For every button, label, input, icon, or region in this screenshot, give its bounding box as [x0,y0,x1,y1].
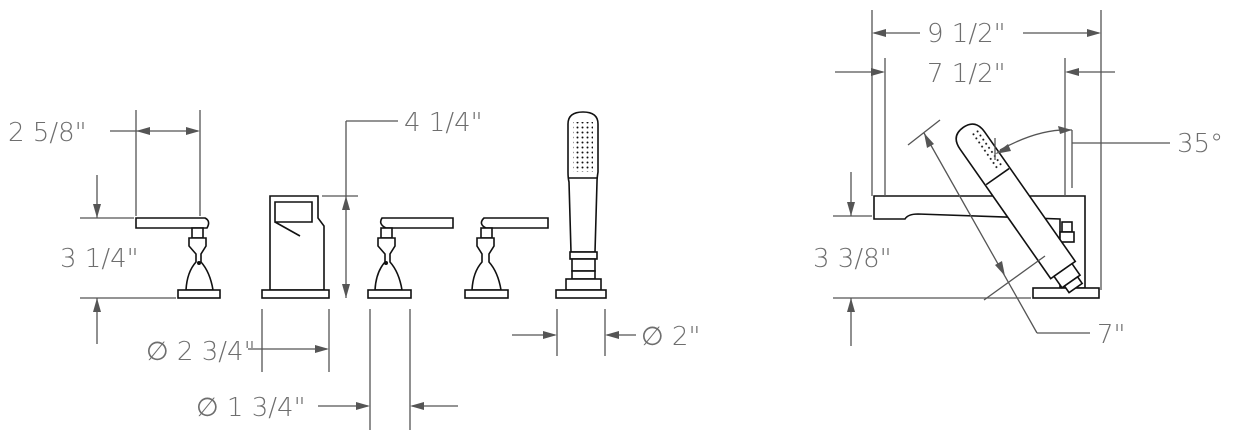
left-valve-handle [135,217,221,299]
dim-spout-height: 4 1/4" [322,108,483,298]
middle-valve-handle [367,217,454,299]
label-handle-height: 3 1/4" [60,244,139,274]
dim-side-spout-height: 3 3/8" [813,172,1031,346]
diverter-handle [464,217,549,299]
dim-spout-reach: 7 1/2" [835,58,1115,196]
label-spout-base: ∅ 2 3/4" [146,337,256,367]
side-view: 9 1/2" 7 1/2" 35° [813,10,1223,350]
dim-handshower-length: 7" [907,119,1126,350]
dim-valve-base: ∅ 1 3/4" [196,309,458,430]
label-spout-reach: 7 1/2" [927,59,1006,89]
dim-spout-base: ∅ 2 3/4" [146,309,330,372]
dim-handle-height: 3 1/4" [60,175,176,344]
tub-spout [261,195,330,299]
label-valve-base: ∅ 1 3/4" [196,393,306,423]
front-view: 2 5/8" 3 1/4" 4 1/4" ∅ 2 3/4" [8,108,700,430]
label-spout-height: 4 1/4" [404,108,483,138]
label-overall-depth: 9 1/2" [927,19,1006,49]
hand-shower [555,111,607,299]
label-handshower-length: 7" [1097,320,1126,350]
dim-handle-reach: 2 5/8" [8,110,201,216]
label-angle: 35° [1177,129,1223,159]
dim-handshower-base: ∅ 2" [512,309,700,356]
label-handshower-base: ∅ 2" [641,322,700,352]
dim-angle: 35° [994,126,1223,188]
label-handle-reach: 2 5/8" [8,118,87,148]
label-side-spout-height: 3 3/8" [813,244,892,274]
dim-overall-depth: 9 1/2" [871,10,1102,290]
angled-hand-shower [955,123,1084,294]
